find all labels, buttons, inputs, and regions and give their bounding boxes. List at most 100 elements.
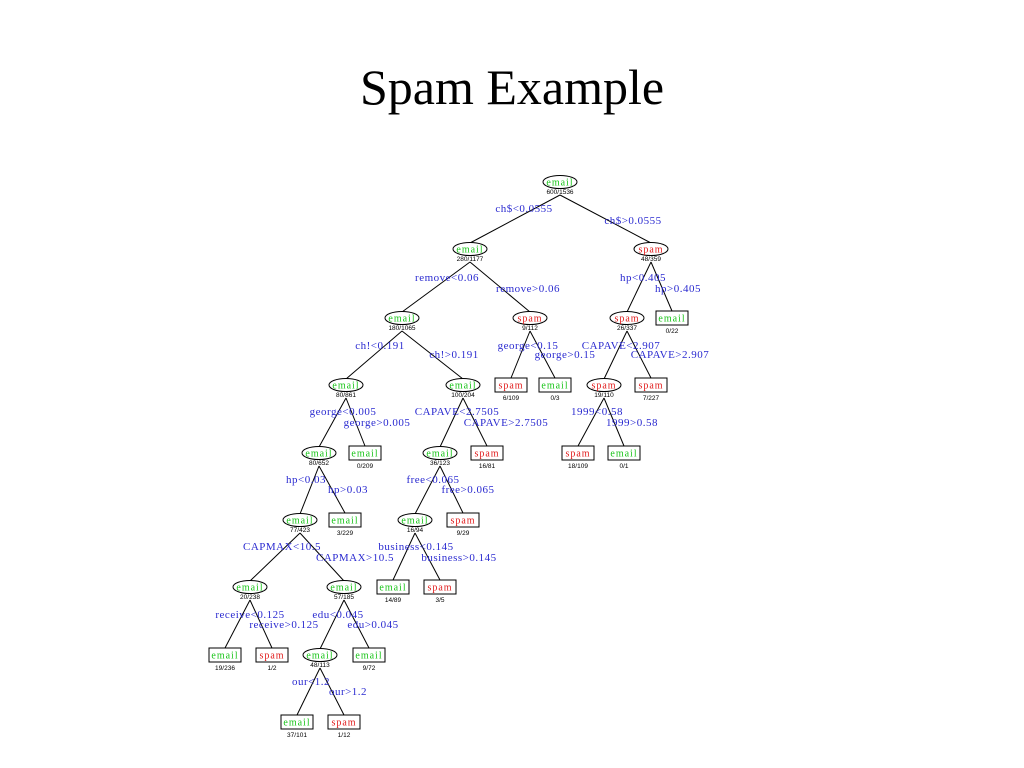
tree-edge <box>319 599 345 650</box>
node-ellipse <box>586 378 622 392</box>
split-label: receive<0.125 <box>215 609 284 621</box>
split-label: 1999<0.58 <box>571 406 623 418</box>
node-counts: 7/227 <box>643 395 660 402</box>
tree-edge <box>299 532 345 582</box>
class-label: spam <box>498 381 523 392</box>
tree-edge <box>529 330 556 379</box>
class-label: spam <box>517 314 542 325</box>
split-label: business<0.145 <box>378 541 453 553</box>
tree-edge <box>224 599 251 649</box>
class-label: email <box>610 449 637 460</box>
tree-edge <box>401 261 471 313</box>
class-label: email <box>283 718 310 729</box>
node-ellipse <box>301 446 337 460</box>
node-ellipse <box>326 580 362 594</box>
class-label: email <box>330 583 357 594</box>
node-counts: 19/110 <box>594 392 614 399</box>
node-counts: 0/209 <box>357 463 374 470</box>
class-label: spam <box>591 381 616 392</box>
node-counts: 9/72 <box>363 665 376 672</box>
split-label: CAPMAX>10.5 <box>316 552 394 564</box>
leaf-box <box>494 377 528 393</box>
class-label: spam <box>565 449 590 460</box>
node-counts: 14/89 <box>385 597 402 604</box>
tree-edge <box>626 330 652 379</box>
node-counts: 48/359 <box>641 256 661 263</box>
class-label: email <box>211 651 238 662</box>
split-label: business>0.145 <box>421 552 496 564</box>
leaf-box <box>280 714 314 730</box>
leaf-box <box>655 310 689 326</box>
class-label: spam <box>427 583 452 594</box>
node-ellipse <box>422 446 458 460</box>
tree-edge <box>414 532 441 581</box>
class-label: email <box>426 449 453 460</box>
node-ellipse <box>542 175 578 189</box>
tree-edge <box>510 330 531 379</box>
node-ellipse <box>282 513 318 527</box>
class-label: spam <box>638 245 663 256</box>
node-counts: 36/123 <box>430 460 450 467</box>
node-counts: 80/652 <box>309 460 329 467</box>
split-label: CAPAVE>2.7505 <box>464 417 549 429</box>
tree-edge <box>299 465 320 515</box>
split-label: receive>0.125 <box>249 619 318 631</box>
leaf-box <box>561 445 595 461</box>
split-label: edu<0.045 <box>312 609 363 621</box>
class-label: email <box>449 381 476 392</box>
leaf-box <box>538 377 572 393</box>
node-counts: 6/109 <box>503 395 520 402</box>
leaf-box <box>348 445 382 461</box>
node-counts: 80/861 <box>336 392 356 399</box>
node-ellipse <box>633 242 669 256</box>
class-label: spam <box>259 651 284 662</box>
node-counts: 57/185 <box>334 594 354 601</box>
split-label: edu>0.045 <box>347 619 398 631</box>
node-ellipse <box>609 311 645 325</box>
split-label: remove>0.06 <box>496 283 560 295</box>
tree-edge <box>559 194 652 244</box>
tree-edge <box>401 330 464 380</box>
split-label: CAPMAX<10.5 <box>243 541 321 553</box>
split-label: hp<0.03 <box>286 474 326 486</box>
tree-edge <box>345 330 403 380</box>
slide-title: Spam Example <box>359 59 665 115</box>
leaf-box <box>446 512 480 528</box>
leaf-box <box>255 647 289 663</box>
node-counts: 600/1536 <box>546 189 573 196</box>
tree-edge <box>318 465 346 514</box>
node-counts: 18/109 <box>568 463 588 470</box>
leaf-node: email 19/236 <box>208 647 242 672</box>
node-counts: 19/236 <box>215 665 235 672</box>
split-label: george<0.005 <box>310 406 377 418</box>
class-label: spam <box>638 381 663 392</box>
leaf-box <box>208 647 242 663</box>
split-label: CAPAVE<2.907 <box>582 340 661 352</box>
node-counts: 180/1065 <box>388 325 415 332</box>
split-label: our>1.2 <box>329 686 367 698</box>
node-counts: 1/2 <box>267 665 276 672</box>
split-label: george>0.15 <box>535 349 596 361</box>
class-label: email <box>658 314 685 325</box>
tree-edge <box>249 532 301 582</box>
class-label: email <box>355 651 382 662</box>
node-ellipse <box>512 311 548 325</box>
class-label: spam <box>331 718 356 729</box>
node-ellipse <box>302 648 338 662</box>
tree-edge <box>650 261 673 312</box>
split-label: our<1.2 <box>292 676 330 688</box>
node-ellipse <box>232 580 268 594</box>
